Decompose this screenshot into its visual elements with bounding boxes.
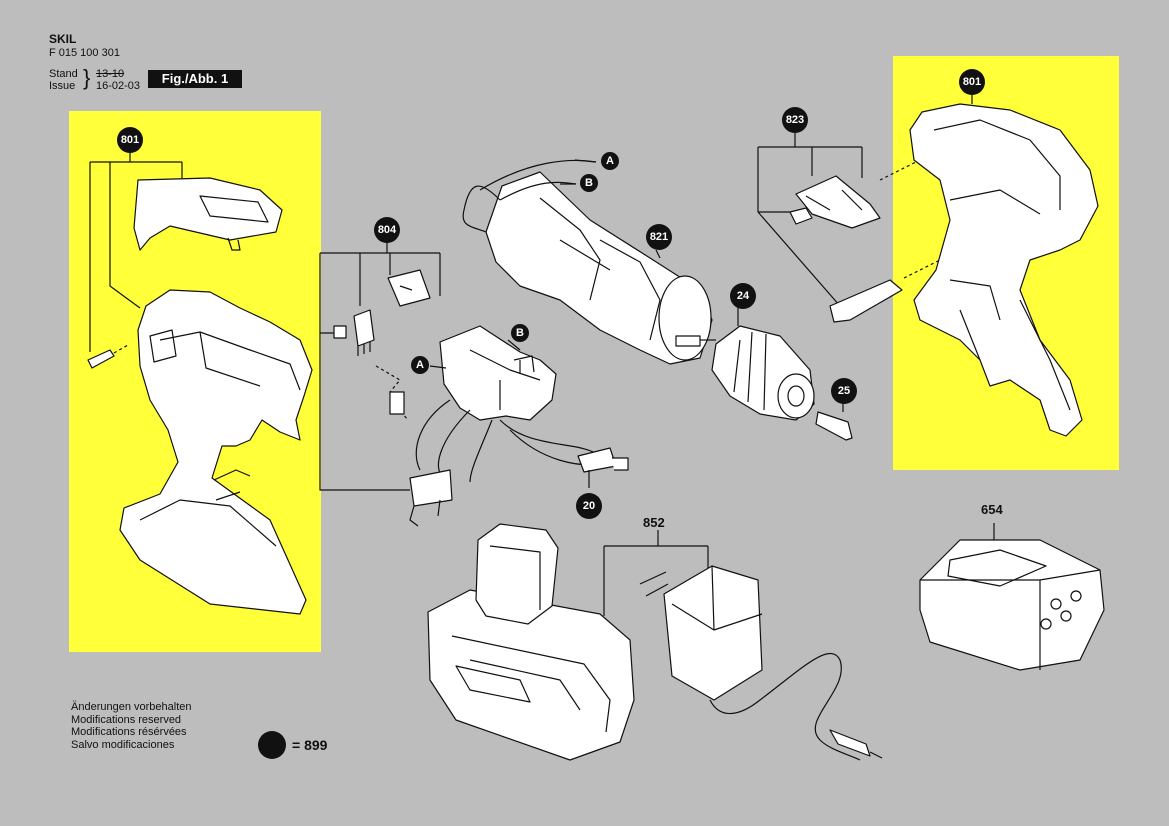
callout-24: 24 [730,283,756,309]
legend-text: = 899 [292,737,328,753]
modification-notes: Änderungen vorbehalten Modifications res… [71,701,191,751]
issue-value: 16-02-03 [96,80,141,92]
note-en: Modifications reserved [71,713,182,726]
callout-852: 852 [643,515,665,530]
stand-label: Stand [49,68,78,80]
callout-823: 823 [782,107,808,133]
callout-25: 25 [831,378,857,404]
connector-a-switch: A [411,356,429,374]
issue-label: Issue [49,80,76,92]
note-de: Änderungen vorbehalten [71,701,192,713]
brace-icon: } [83,65,91,90]
connector-b-top: B [580,174,598,192]
connector-a-top: A [601,152,619,170]
note-es: Salvo modificaciones [71,738,175,751]
callout-821: 821 [646,224,672,250]
brand-name: SKIL [49,32,77,46]
callout-654: 654 [981,502,1003,517]
connector-b-switch: B [511,324,529,342]
part-number: F 015 100 301 [49,47,120,59]
legend-dot-icon [258,731,286,759]
callout-20: 20 [576,493,602,519]
callout-804: 804 [374,217,400,243]
stand-value: 13-10 [96,68,125,80]
callout-801-left: 801 [117,127,143,153]
figure-label: Fig./Abb. 1 [148,70,242,88]
callout-801-right: 801 [959,69,985,95]
note-fr: Modifications résérvées [71,726,187,738]
